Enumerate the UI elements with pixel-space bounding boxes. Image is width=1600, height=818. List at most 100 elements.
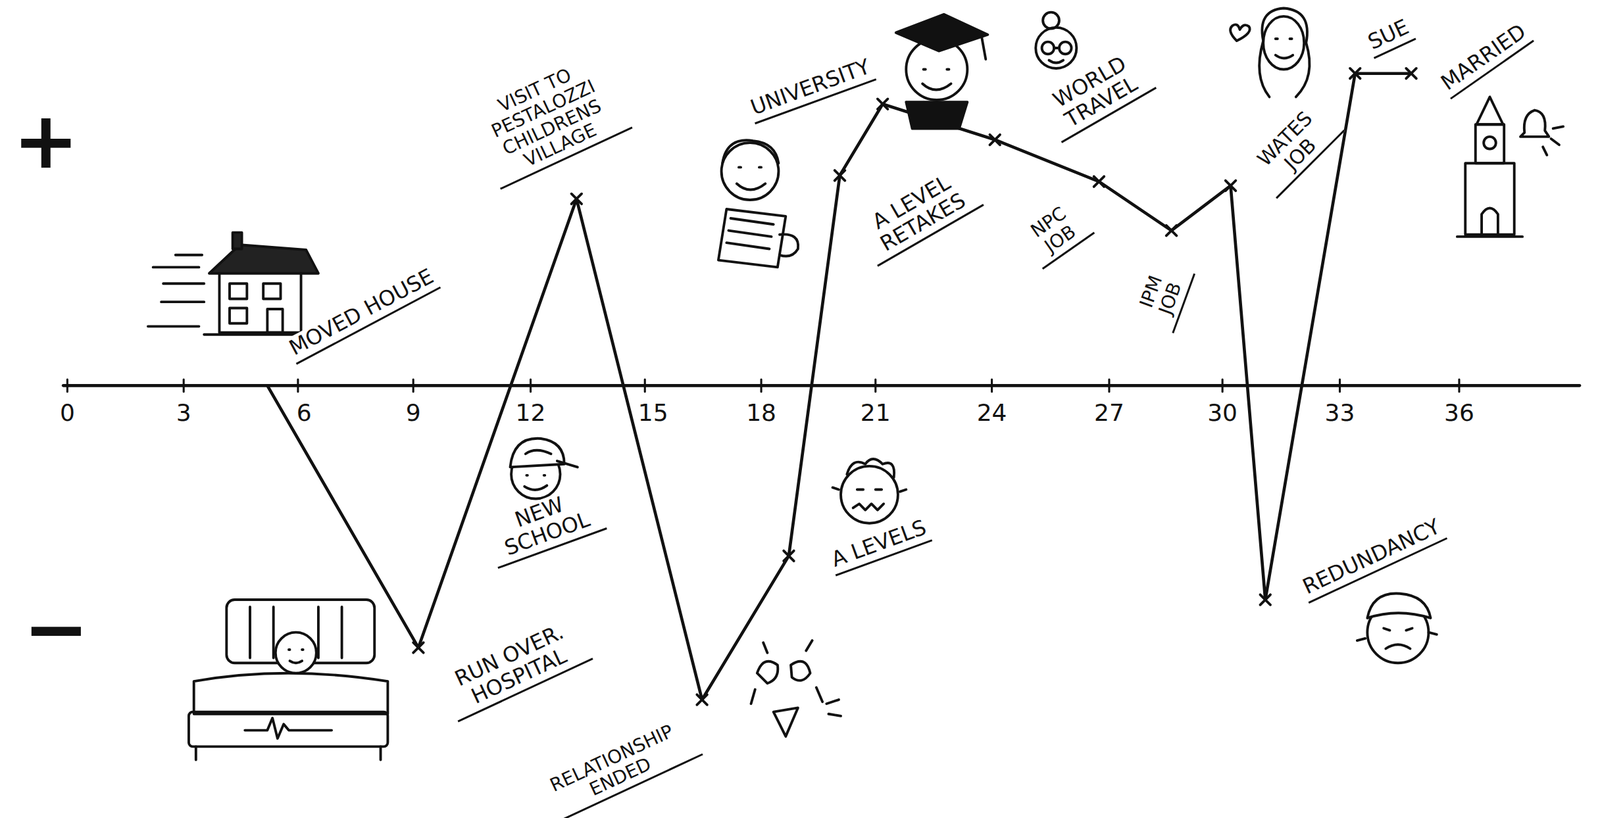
traveller-sketch-part [1042, 12, 1060, 29]
redundancy-face-sketch-part [1357, 632, 1437, 641]
student-sketch-part [779, 234, 799, 256]
student-sketch-part [721, 142, 779, 200]
anxious-face-sketch [832, 459, 907, 524]
event-cross-part [413, 642, 424, 654]
axis-age: 15 [636, 400, 671, 427]
hospital-bed-sketch-part [244, 718, 332, 739]
student-sketch-part [718, 209, 786, 268]
redundancy-face-sketch-part [1367, 594, 1431, 619]
student-sketch [718, 140, 799, 268]
event-label: RUN OVER. HOSPITAL [436, 613, 594, 724]
anxious-face-sketch-part [832, 487, 907, 492]
graduate-sketch-part [922, 69, 951, 91]
sue-sketch-part [1263, 16, 1304, 70]
event-cross-part [834, 170, 846, 181]
event-label: VISIT TO PESTALOZZI CHILDRENS VILLAGE [465, 50, 633, 190]
event-label: A LEVELS [826, 515, 933, 577]
crying-face-sketch-part [751, 640, 841, 717]
bell-sketch-part [1520, 110, 1549, 137]
traveller-sketch [1035, 12, 1077, 69]
house-sketch-part [148, 255, 204, 327]
church-sketch-part [1475, 124, 1504, 164]
event-label: RELATIONSHIP ENDED [531, 714, 704, 818]
event-cross-part [1350, 68, 1361, 79]
crying-face-sketch-part [773, 707, 799, 737]
axis-age: 3 [174, 400, 194, 427]
sue-sketch-part [1275, 38, 1293, 58]
plus-sign: + [11, 101, 82, 181]
axis-age: 30 [1205, 400, 1240, 427]
house-sketch-part [229, 307, 247, 324]
axis-age: 9 [403, 400, 424, 427]
event-label: NEW SCHOOL [480, 481, 608, 570]
hospital-bed-sketch-part [275, 632, 317, 674]
event-cross-part [1094, 176, 1105, 187]
graduate-sketch-part [896, 14, 989, 52]
anxious-face-sketch-part [853, 503, 885, 510]
axis-age: 27 [1092, 400, 1127, 427]
student-sketch-part [736, 167, 766, 190]
event-label: SUE [1363, 14, 1417, 60]
event-cross-part [571, 194, 583, 205]
life-line-part [267, 73, 1412, 700]
house-sketch-part [209, 244, 319, 274]
axis-age: 21 [858, 400, 893, 427]
church-sketch [1457, 96, 1523, 237]
time-axis-part [63, 384, 1580, 388]
minus-sign: − [21, 590, 92, 670]
graduate-sketch-part [981, 36, 986, 60]
hospital-bed-sketch-part [188, 712, 388, 748]
redundancy-face-sketch [1357, 594, 1437, 664]
event-label: REDUNDANCY [1297, 514, 1448, 604]
event-cross-part [877, 98, 889, 110]
sue-sketch-part [1259, 7, 1310, 97]
church-sketch-part [1457, 235, 1523, 239]
crying-face-sketch-part [790, 661, 810, 681]
church-sketch-part [1481, 207, 1499, 235]
church-sketch-part [1465, 163, 1514, 235]
house-sketch-part [267, 309, 283, 333]
event-cross-part [1260, 594, 1272, 606]
traveller-sketch-part [1042, 42, 1055, 55]
event-cross-part [783, 551, 795, 562]
anxious-face-sketch-part [846, 459, 895, 478]
hospital-bed-sketch [188, 600, 388, 761]
life-line [267, 73, 1412, 700]
student-sketch-part [722, 140, 779, 164]
axis-age: 6 [294, 400, 314, 427]
student-sketch-part [726, 218, 774, 250]
event-label: UNIVERSITY [746, 54, 877, 125]
event-cross-part [989, 134, 1000, 146]
axis-age: 0 [57, 400, 77, 427]
time-axis [63, 379, 1580, 393]
house-sketch [148, 232, 319, 335]
axis-age: 36 [1442, 400, 1477, 427]
event-label: A LEVEL RETAKES [852, 161, 985, 268]
axis-age: 18 [744, 400, 779, 427]
event-label: NPC JOB [1017, 196, 1095, 270]
axis-age: 12 [513, 400, 549, 427]
house-sketch-part [263, 283, 281, 299]
graduate-sketch-part [905, 101, 968, 129]
hospital-bed-sketch-part [194, 673, 389, 715]
anxious-face-sketch-part [840, 466, 899, 524]
event-cross-part [1225, 180, 1237, 192]
event-label: IPM JOB [1131, 258, 1196, 334]
crying-face-sketch [751, 640, 841, 737]
time-axis-part [67, 379, 1460, 393]
traveller-sketch-part [1048, 48, 1064, 63]
house-sketch-part [229, 283, 247, 299]
house-sketch-part [232, 232, 243, 250]
hospital-bed-sketch-part [288, 650, 304, 664]
church-sketch-part [1483, 136, 1497, 150]
bell-sketch [1520, 110, 1564, 156]
event-label: MOVED HOUSE [283, 263, 441, 366]
boy-cap-sketch-part [524, 475, 547, 491]
crying-face-sketch-part [757, 661, 778, 684]
church-sketch-part [1476, 96, 1503, 125]
house-sketch-part [219, 271, 301, 333]
traveller-sketch-part [1035, 27, 1077, 69]
event-cross [413, 68, 1417, 706]
event-cross-part [1405, 68, 1417, 79]
anxious-face-sketch-part [857, 488, 882, 492]
